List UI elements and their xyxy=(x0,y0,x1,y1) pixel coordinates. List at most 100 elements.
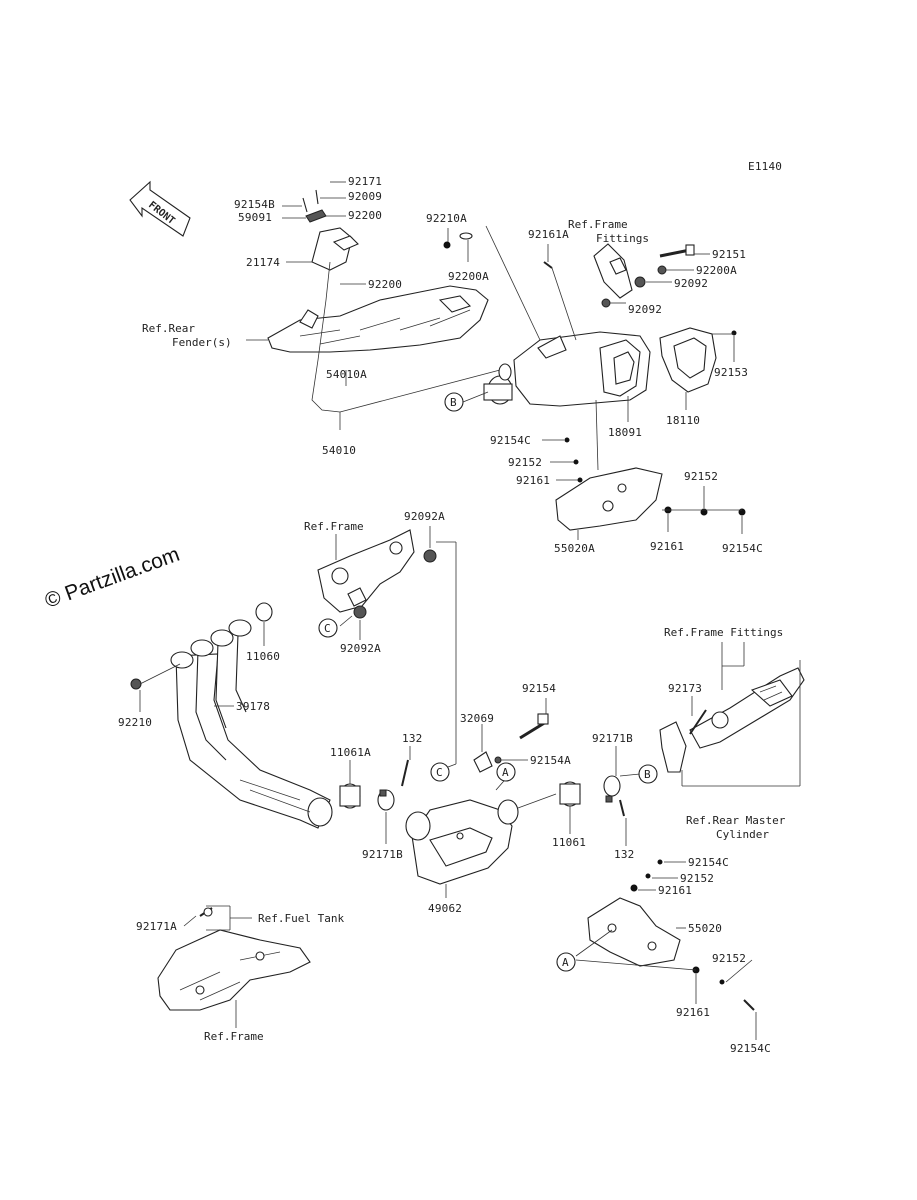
diagram-code: E1140 xyxy=(748,160,782,173)
washer-92200A-right xyxy=(657,265,667,275)
callout-a-prechamber: A xyxy=(496,762,516,782)
part-18110: 18110 xyxy=(666,414,700,427)
part-92161-right: 92161 xyxy=(650,540,684,553)
frame-bottom-part xyxy=(157,929,311,1011)
screw-92154C-guard xyxy=(564,437,570,443)
part-11061A: 11061A xyxy=(330,746,371,759)
part-92152-right: 92152 xyxy=(684,470,718,483)
part-11061: 11061 xyxy=(552,836,586,849)
screw-92154C-lower xyxy=(743,999,755,1011)
part-92092-lower: 92092 xyxy=(628,303,662,316)
part-92092A-top: 92092A xyxy=(404,510,445,523)
part-92200-top: 92200 xyxy=(348,209,382,222)
washer-92152-lower xyxy=(719,979,725,985)
part-39178: 39178 xyxy=(236,700,270,713)
bolt-132-right xyxy=(619,799,625,817)
rubber-92092A-top xyxy=(423,549,437,563)
part-92200A-top: 92200A xyxy=(448,270,489,283)
bolt-92154 xyxy=(519,713,549,740)
part-92161A: 92161A xyxy=(528,228,569,241)
callout-c-prechamber: C xyxy=(430,762,450,782)
part-92161-guard: 92161 xyxy=(516,474,550,487)
screw-92154C-lower-top xyxy=(657,859,663,865)
bolt-132-left xyxy=(401,759,409,787)
part-92092-right: 92092 xyxy=(674,277,708,290)
part-92092A-bottom: 92092A xyxy=(340,642,381,655)
callout-a-prechamber-label: A xyxy=(502,766,509,779)
gasket-11060 xyxy=(255,602,273,622)
callout-b-muffler: B xyxy=(444,392,464,412)
washer-92152-right xyxy=(700,508,708,516)
rear-fender-part xyxy=(267,285,489,353)
callout-a-guard-label: A xyxy=(562,956,569,969)
part-92161-lower-top: 92161 xyxy=(658,884,692,897)
part-55020: 55020 xyxy=(688,922,722,935)
washer-92152-lower-top xyxy=(645,873,651,879)
ref-frame-mid: Ref.Frame xyxy=(304,520,364,533)
grommet-92161-lower-top xyxy=(630,884,638,892)
part-92171B-right: 92171B xyxy=(592,732,633,745)
ref-frame-bottom: Ref.Frame xyxy=(204,1030,264,1043)
rear-master-cylinder-bracket xyxy=(659,667,805,773)
part-92154A: 92154A xyxy=(530,754,571,767)
part-92161-lower: 92161 xyxy=(676,1006,710,1019)
ref-fuel-tank: Ref.Fuel Tank xyxy=(258,912,344,925)
ref-frame-fittings-top-line2: Fittings xyxy=(596,232,649,245)
callout-c-frame: C xyxy=(318,618,338,638)
ref-rear-fender-line1: Ref.Rear xyxy=(142,322,195,335)
callout-c-prechamber-label: C xyxy=(436,766,443,779)
exhaust-header-pipe xyxy=(170,619,333,829)
muffler-part xyxy=(483,331,651,407)
sensor-bracket-assembly xyxy=(302,189,359,271)
part-92152-lower: 92152 xyxy=(712,952,746,965)
heat-guard-55020 xyxy=(587,897,681,967)
part-92009: 92009 xyxy=(348,190,382,203)
part-11060: 11060 xyxy=(246,650,280,663)
part-92154C-right: 92154C xyxy=(722,542,763,555)
grommet-92161-guard xyxy=(577,477,583,483)
bolt-92151 xyxy=(659,244,695,258)
callout-b-clamp-label: B xyxy=(644,768,651,781)
callout-a-guard: A xyxy=(556,952,576,972)
gasket-11061A xyxy=(339,783,361,809)
callout-c-frame-label: C xyxy=(324,622,331,635)
part-92154C-lower-top: 92154C xyxy=(688,856,729,869)
part-32069: 32069 xyxy=(460,712,494,725)
part-49062: 49062 xyxy=(428,902,462,915)
part-59091: 59091 xyxy=(238,211,272,224)
part-92154C-lower: 92154C xyxy=(730,1042,771,1055)
washer-92200A-top xyxy=(459,232,473,240)
nut-92210 xyxy=(130,678,142,690)
part-132-right: 132 xyxy=(614,848,634,861)
part-18091: 18091 xyxy=(608,426,642,439)
bolt-92210A-top xyxy=(443,241,451,249)
washer-92152-guard xyxy=(573,459,579,465)
ref-rear-master-line2: Cylinder xyxy=(716,828,769,841)
part-92151: 92151 xyxy=(712,248,746,261)
part-92154C-guard: 92154C xyxy=(490,434,531,447)
part-92152-lower-top: 92152 xyxy=(680,872,714,885)
part-92171A: 92171A xyxy=(136,920,177,933)
part-92210: 92210 xyxy=(118,716,152,729)
bracket-32069 xyxy=(473,751,493,773)
heat-guard-55020A xyxy=(555,467,663,531)
ref-rear-fender-line2: Fender(s) xyxy=(172,336,232,349)
clamp-92171B-right xyxy=(603,775,621,803)
frame-bracket-mid xyxy=(317,529,415,613)
bolt-92173 xyxy=(689,709,707,735)
bolt-92161A xyxy=(543,261,553,269)
callout-b-muffler-label: B xyxy=(450,396,457,409)
front-arrow-icon: FRONT xyxy=(129,180,191,237)
part-92152-guard: 92152 xyxy=(508,456,542,469)
clamp-92171B-left xyxy=(377,789,395,811)
nut-92092-lower xyxy=(601,298,611,308)
part-92173: 92173 xyxy=(668,682,702,695)
nut-92092-right xyxy=(634,276,646,288)
part-132-left: 132 xyxy=(402,732,422,745)
part-92200A-right: 92200A xyxy=(696,264,737,277)
leader-lines xyxy=(139,181,801,1040)
frame-fitting-bracket-top xyxy=(593,243,633,299)
part-54010A: 54010A xyxy=(326,368,367,381)
part-55020A: 55020A xyxy=(554,542,595,555)
